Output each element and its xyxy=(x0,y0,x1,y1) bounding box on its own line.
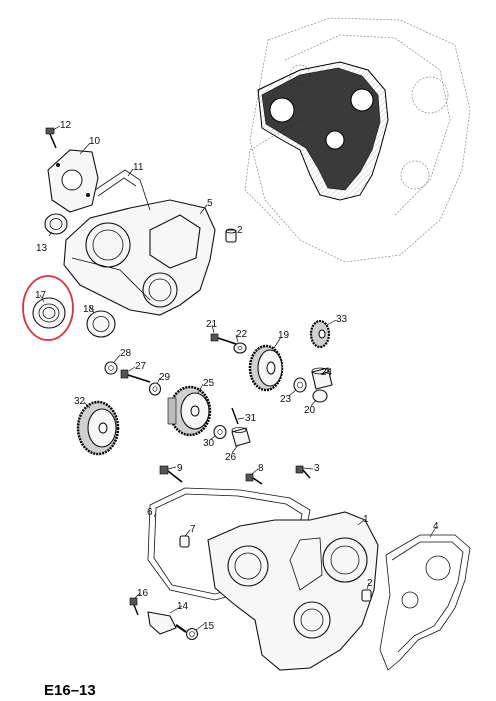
washer-29 xyxy=(148,382,162,396)
callout-31: 31 xyxy=(245,413,257,424)
callout-15: 15 xyxy=(203,621,215,632)
bolt-9 xyxy=(159,465,183,483)
gear-19 xyxy=(248,344,284,392)
bushing-20 xyxy=(312,389,328,403)
callout-9: 9 xyxy=(177,463,183,474)
gasket-4 xyxy=(379,534,471,671)
callout-3: 3 xyxy=(314,463,320,474)
callout-19: 19 xyxy=(278,330,290,341)
callout-10: 10 xyxy=(89,136,101,147)
diagram-code: E16–13 xyxy=(44,682,96,699)
callout-25: 25 xyxy=(203,378,215,389)
gear-33 xyxy=(309,319,331,349)
callout-2-lower: 2 xyxy=(367,578,373,589)
callout-20: 20 xyxy=(304,405,316,416)
bolt-12 xyxy=(45,127,57,149)
oil-seal-17 xyxy=(32,297,66,329)
callout-8: 8 xyxy=(258,463,264,474)
callout-7: 7 xyxy=(190,524,196,535)
callout-numbers: 12 10 11 5 2 13 17 18 21 22 19 33 28 27 … xyxy=(35,120,439,632)
gear-32 xyxy=(76,400,120,456)
callout-11: 11 xyxy=(133,162,144,173)
callout-13: 13 xyxy=(36,243,48,254)
callout-28: 28 xyxy=(120,348,132,359)
callout-33: 33 xyxy=(336,314,348,325)
leader-lines xyxy=(39,125,437,631)
callout-2-upper: 2 xyxy=(237,225,243,236)
retaining-plate xyxy=(47,149,99,213)
washer-30 xyxy=(213,424,227,440)
dowel-sleeve-lower xyxy=(361,589,372,602)
oil-seal-13 xyxy=(44,213,68,235)
washer-28 xyxy=(104,361,118,375)
front-timing-cover xyxy=(207,511,379,671)
washer-23 xyxy=(293,377,307,393)
callout-30: 30 xyxy=(203,438,215,449)
callout-17: 17 xyxy=(35,290,47,301)
oil-seal-18 xyxy=(86,310,116,338)
engine-overview-illustration xyxy=(244,17,471,263)
callout-29: 29 xyxy=(159,372,171,383)
callout-4: 4 xyxy=(433,521,439,532)
callout-23: 23 xyxy=(280,394,292,405)
callout-14: 14 xyxy=(177,601,189,612)
callout-6: 6 xyxy=(147,507,153,518)
dowel-sleeve-7 xyxy=(179,535,190,548)
callout-1: 1 xyxy=(363,514,369,525)
callout-27: 27 xyxy=(135,361,147,372)
dowel-sleeve-upper xyxy=(225,228,237,243)
highlight-circle xyxy=(22,275,74,341)
callout-5: 5 xyxy=(207,198,213,209)
callout-21: 21 xyxy=(206,319,218,330)
washer-22 xyxy=(233,342,247,354)
bolt-16 xyxy=(129,597,139,616)
bolt-3 xyxy=(295,465,311,479)
callout-12: 12 xyxy=(60,120,72,131)
callout-26: 26 xyxy=(225,452,237,463)
bushing-26 xyxy=(231,427,251,447)
pin-31 xyxy=(231,407,239,425)
bolt-8 xyxy=(245,473,263,485)
rear-timing-cover xyxy=(63,199,216,316)
callout-22: 22 xyxy=(236,329,248,340)
o-ring-15 xyxy=(185,627,199,641)
callout-16: 16 xyxy=(137,588,149,599)
gear-25 xyxy=(167,385,212,437)
timing-cover-gasket xyxy=(94,169,151,211)
callout-32: 32 xyxy=(74,396,86,407)
callout-24: 24 xyxy=(321,367,333,378)
sensor-14 xyxy=(147,611,187,635)
bolt-27 xyxy=(120,369,151,383)
callout-18: 18 xyxy=(83,304,95,315)
bolt-21 xyxy=(210,333,237,345)
